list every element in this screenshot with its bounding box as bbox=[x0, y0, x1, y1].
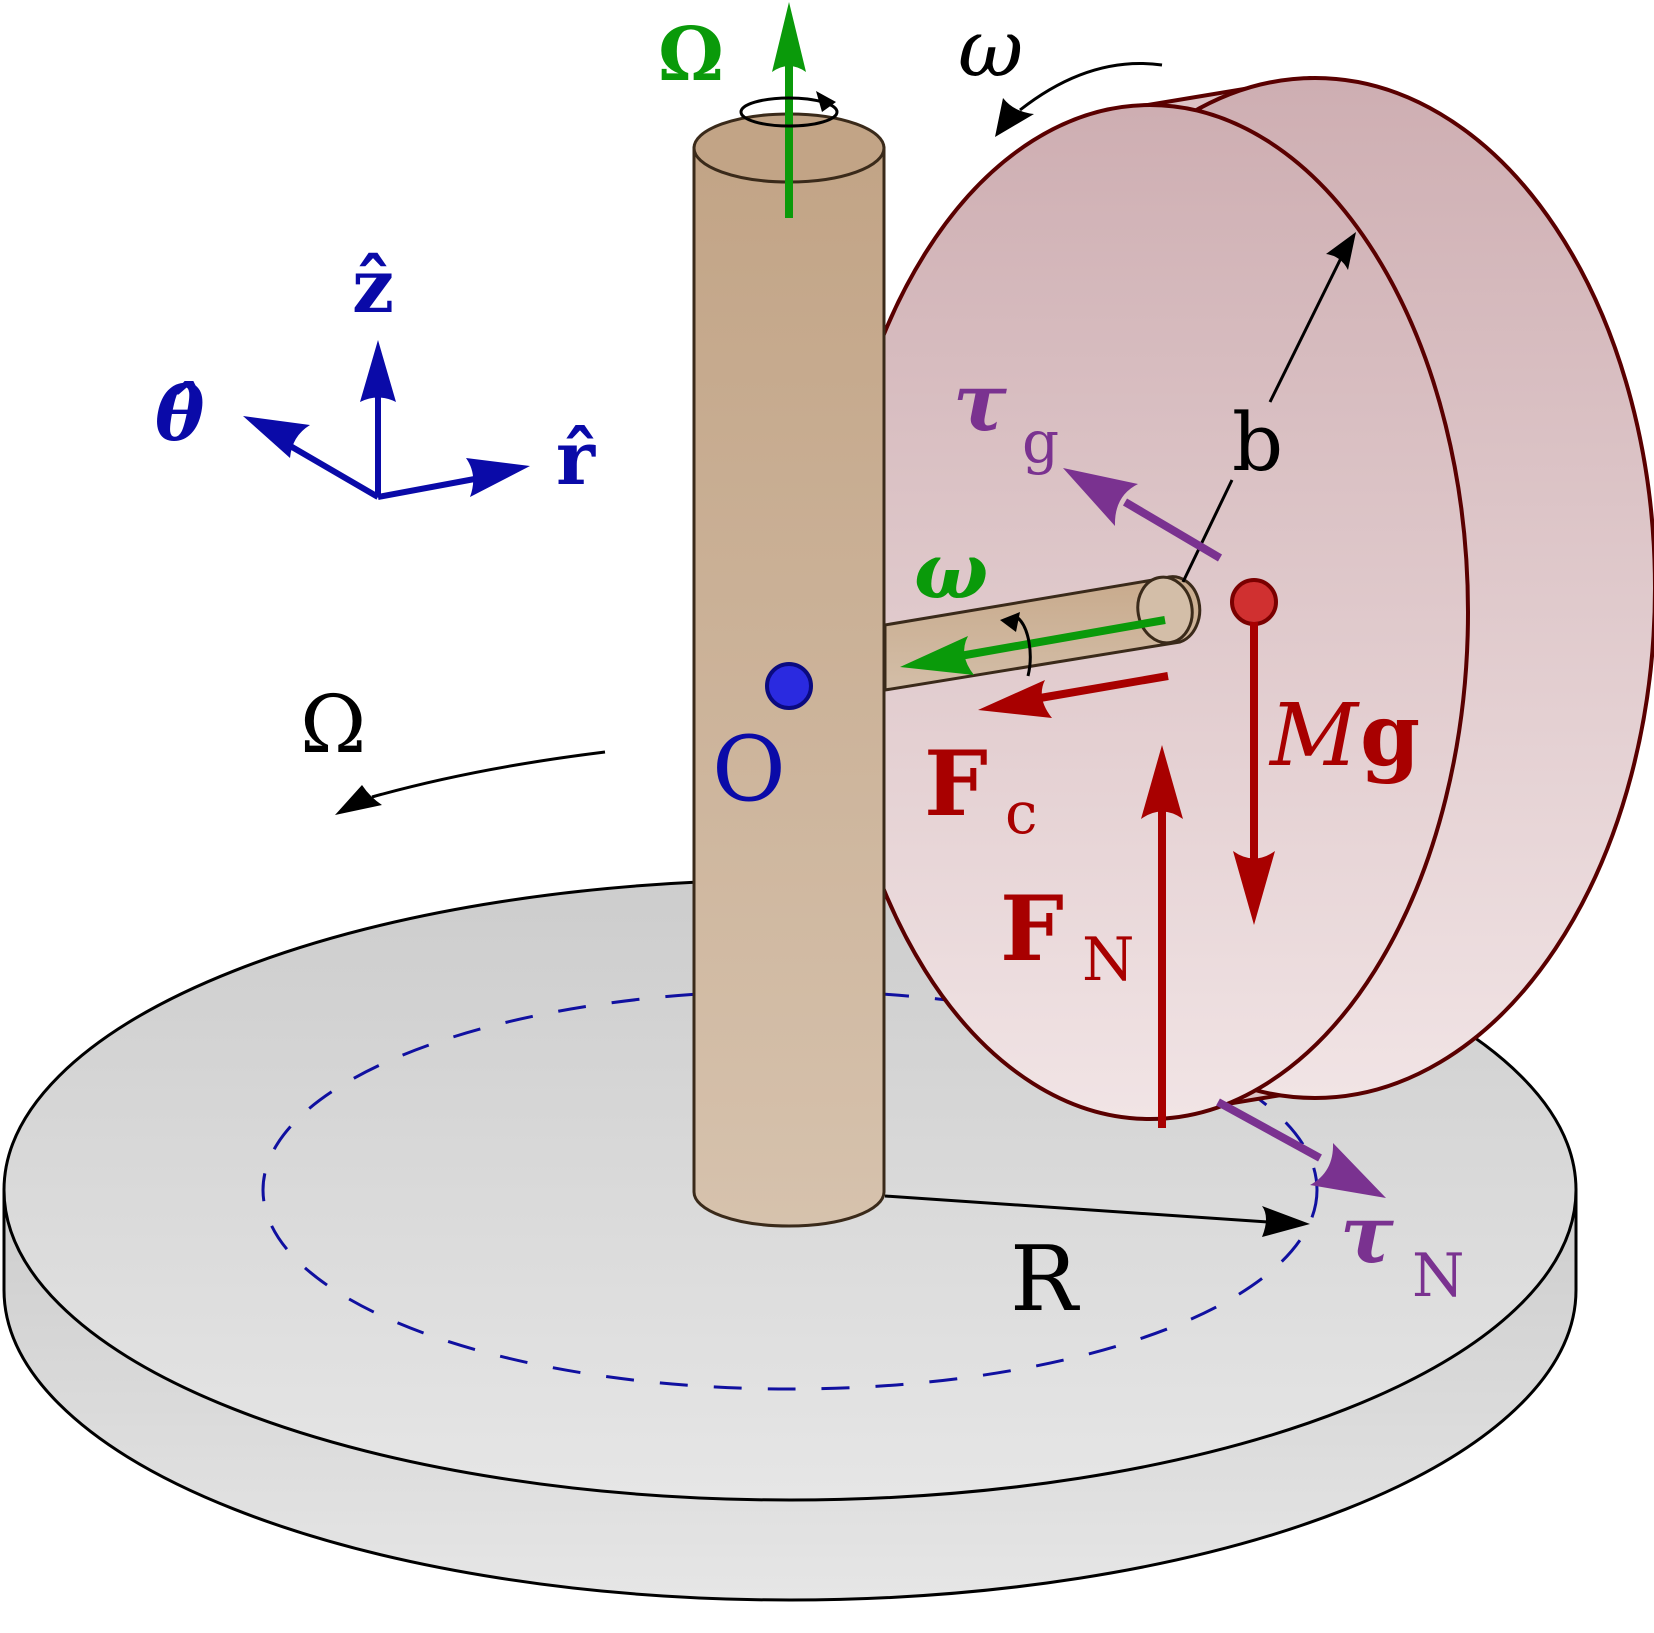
theta-hat-arrowhead bbox=[243, 416, 310, 458]
F-c-vector bbox=[978, 672, 1169, 718]
z-hat-label: ẑ bbox=[352, 244, 394, 330]
F-c-arrowhead bbox=[978, 680, 1052, 718]
tau-g-subscript: g bbox=[1022, 408, 1059, 476]
omega-top-label: ω bbox=[958, 2, 1023, 95]
R-label: R bbox=[1010, 1227, 1080, 1332]
origin-label: O bbox=[712, 717, 786, 822]
Mg-M-label: M bbox=[1268, 686, 1360, 786]
tau-N-subscript: N bbox=[1412, 1241, 1465, 1311]
b-label: b bbox=[1232, 396, 1283, 489]
b-radius-arrow bbox=[1181, 232, 1356, 583]
radius-arrow bbox=[884, 1194, 1310, 1237]
z-hat-arrowhead bbox=[360, 340, 396, 402]
r-hat-label: r̂ bbox=[556, 416, 596, 502]
omega-vector bbox=[900, 612, 1166, 677]
tau-g-arrowhead bbox=[1063, 468, 1138, 526]
Omega-vector bbox=[739, 2, 839, 218]
origin-dot bbox=[765, 662, 813, 710]
Omega-arrowhead bbox=[772, 2, 806, 72]
tau-N-vector bbox=[1216, 1098, 1386, 1198]
r-hat-arrowhead bbox=[466, 458, 530, 497]
omega-arrowhead bbox=[900, 636, 974, 675]
omega-top-arrowhead bbox=[995, 98, 1034, 137]
radius-arrowhead bbox=[1262, 1206, 1310, 1237]
F-c-symbol: F bbox=[924, 731, 988, 837]
F-N-symbol: F bbox=[1000, 876, 1064, 982]
tau-N-symbol: τ bbox=[1340, 1187, 1394, 1281]
omega-axle-label: ω bbox=[914, 526, 988, 617]
F-c-subscript: c bbox=[1005, 779, 1037, 847]
shaft-rotation-indicator bbox=[739, 96, 839, 128]
Omega-rotation-arrow bbox=[335, 750, 606, 815]
center-of-mass-dot bbox=[1230, 578, 1278, 626]
Mg-arrowhead bbox=[1233, 851, 1275, 925]
unit-vector-triad bbox=[243, 340, 530, 500]
Omega-rotation-label: Ω bbox=[300, 678, 366, 771]
Mg-g-label: g bbox=[1360, 685, 1420, 786]
Omega-left-arrowhead bbox=[335, 785, 382, 815]
Omega-axis-label: Ω bbox=[658, 12, 724, 98]
tau-N-arrowhead bbox=[1310, 1143, 1386, 1198]
Mg-vector bbox=[1233, 622, 1275, 925]
tau-g-vector bbox=[1063, 468, 1223, 562]
b-arrowhead bbox=[1326, 232, 1356, 270]
axle-rotation-indicator bbox=[1016, 616, 1032, 677]
F-N-arrowhead bbox=[1141, 745, 1183, 819]
theta-hat-label: θ̂ bbox=[155, 372, 205, 458]
F-N-vector bbox=[1141, 745, 1183, 1128]
F-N-subscript: N bbox=[1082, 925, 1135, 995]
tau-g-symbol: τ bbox=[953, 355, 1007, 449]
omega-rotation-arrow bbox=[995, 61, 1163, 137]
